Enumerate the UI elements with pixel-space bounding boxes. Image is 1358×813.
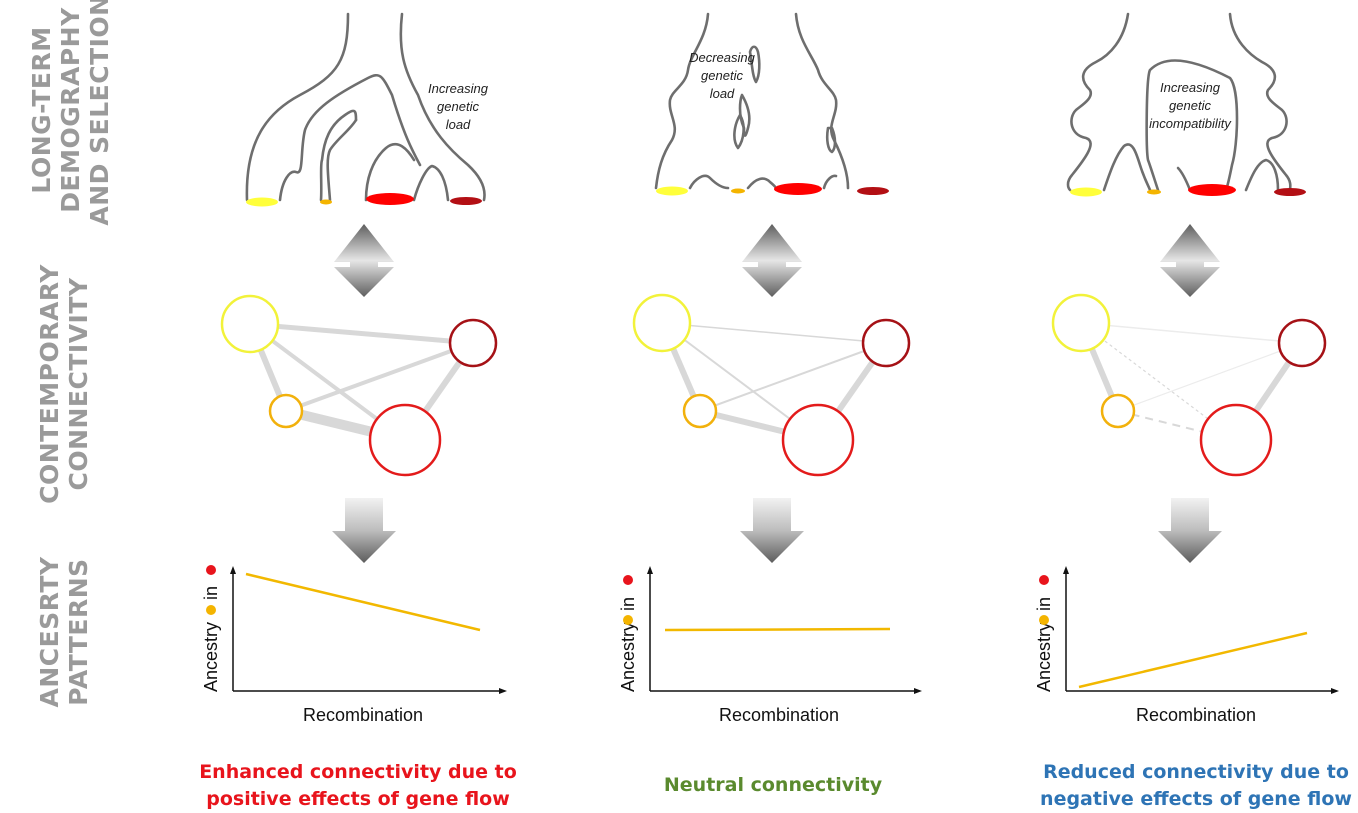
dot-red-1 (206, 565, 216, 575)
tree-note-2-line2: genetic (701, 68, 743, 83)
trend-line-2 (664, 627, 891, 632)
pop-yellow-3 (1070, 187, 1102, 197)
network-1 (220, 294, 498, 477)
row-label-ancestry-line1: ANCESRTY (35, 556, 64, 707)
pop-darkred-1 (450, 197, 482, 205)
panel-1: Increasing genetic load Ancestry (199, 12, 517, 810)
row-label-connectivity-line2: CONNECTIVITY (64, 277, 93, 490)
node-1-darkred (448, 318, 498, 368)
pop-red-2 (774, 183, 822, 195)
node-2-yellow (632, 293, 692, 353)
double-arrow-icon-2 (742, 224, 802, 297)
pop-darkred-3 (1274, 188, 1306, 196)
pop-orange-2 (731, 188, 745, 194)
dot-red-3 (1039, 575, 1049, 585)
y-axis-label-3: Ancestry (1034, 622, 1054, 692)
population-tree-2: Decreasing genetic load (654, 12, 889, 196)
node-1-orange (268, 393, 304, 429)
ancestry-plot-2: Ancestry in Recombination (618, 566, 922, 725)
node-3-darkred (1277, 318, 1327, 368)
pop-yellow-2 (656, 186, 688, 196)
tree-note-3-line2: genetic (1169, 98, 1211, 113)
node-3-yellow (1051, 293, 1111, 353)
edge-3-yellow-darkred (1080, 322, 1303, 344)
ancestry-plot-3: Ancestry in Recombination (1034, 566, 1339, 725)
node-1-yellow (220, 294, 280, 354)
pop-yellow-1 (246, 197, 278, 207)
edge-3-orange-darkred (1117, 342, 1303, 412)
dot-red-2 (623, 575, 633, 585)
y-axis-in-1: in (201, 586, 221, 600)
node-3-orange (1100, 393, 1136, 429)
panel-2: Decreasing genetic load Ancestry in (618, 12, 922, 796)
trend-line-3 (1078, 631, 1308, 689)
pop-darkred-2 (857, 187, 889, 195)
y-axis-label-2: Ancestry (618, 622, 638, 692)
x-axis-label-3: Recombination (1136, 705, 1256, 725)
dot-orange-3 (1039, 615, 1049, 625)
down-arrow-icon-1 (332, 498, 396, 563)
node-2-red (781, 403, 855, 477)
node-3-red (1199, 403, 1273, 477)
edge-2-yellow-darkred (661, 322, 887, 344)
x-axis-label-1: Recombination (303, 705, 423, 725)
tree-note-1-line2: genetic (437, 99, 479, 114)
node-1-red (368, 403, 442, 477)
row-label-connectivity-line1: CONTEMPORARY (35, 264, 64, 504)
tree-note-3-line3: incompatibility (1149, 116, 1232, 131)
population-tree-3: Increasing genetic incompatibility (1066, 12, 1306, 197)
y-axis-label-1: Ancestry (201, 622, 221, 692)
caption-3-line1: Reduced connectivity due to (1043, 761, 1349, 783)
y-axis-in-3: in (1034, 597, 1054, 611)
panel-3: Increasing genetic incompatibility Ances… (1034, 12, 1352, 810)
caption-2-line1: Neutral connectivity (664, 774, 883, 796)
node-2-darkred (861, 318, 911, 368)
row-label-demography-line2: DEMOGRAPHY (56, 7, 85, 213)
edge-1-orange-darkred (285, 341, 474, 413)
row-label-ancestry-line2: PATTERNS (64, 558, 93, 705)
tree-note-2-line3: load (710, 86, 735, 101)
pop-red-1 (366, 193, 414, 205)
dot-orange-2 (623, 615, 633, 625)
double-arrow-icon-1 (334, 224, 394, 297)
tree-note-1-line1: Increasing (428, 81, 489, 96)
row-label-ancestry: ANCESRTY PATTERNS (35, 556, 93, 707)
pop-red-3 (1188, 184, 1236, 196)
row-label-connectivity: CONTEMPORARY CONNECTIVITY (35, 264, 93, 504)
caption-1-line1: Enhanced connectivity due to (199, 761, 517, 783)
double-arrow-icon-3 (1160, 224, 1220, 297)
down-arrow-icon-2 (740, 498, 804, 563)
down-arrow-icon-3 (1158, 498, 1222, 563)
network-2 (632, 293, 911, 477)
caption-3-line2: negative effects of gene flow (1040, 788, 1352, 810)
row-label-demography: LONG-TERM DEMOGRAPHY AND SELECTION (27, 0, 114, 226)
edge-2-orange-darkred (699, 342, 887, 412)
edge-3-yellow-red (1080, 322, 1237, 441)
x-axis-label-2: Recombination (719, 705, 839, 725)
dot-orange-1 (206, 605, 216, 615)
row-label-demography-line1: LONG-TERM (27, 26, 56, 193)
y-axis-in-2: in (618, 597, 638, 611)
pop-orange-1 (320, 199, 332, 205)
row-label-demography-line3: AND SELECTION (85, 0, 114, 226)
tree-note-2-line1: Decreasing (689, 50, 756, 65)
population-tree-1: Increasing genetic load (245, 12, 489, 207)
ancestry-plot-1: Ancestry in Recombination (201, 565, 507, 725)
network-3 (1051, 293, 1327, 477)
node-2-orange (682, 393, 718, 429)
trend-line-1 (245, 572, 481, 632)
pop-orange-3 (1147, 189, 1161, 195)
tree-note-1-line3: load (446, 117, 471, 132)
tree-note-3-line1: Increasing (1160, 80, 1221, 95)
edge-1-yellow-darkred (249, 321, 474, 346)
caption-1-line2: positive effects of gene flow (206, 788, 510, 810)
